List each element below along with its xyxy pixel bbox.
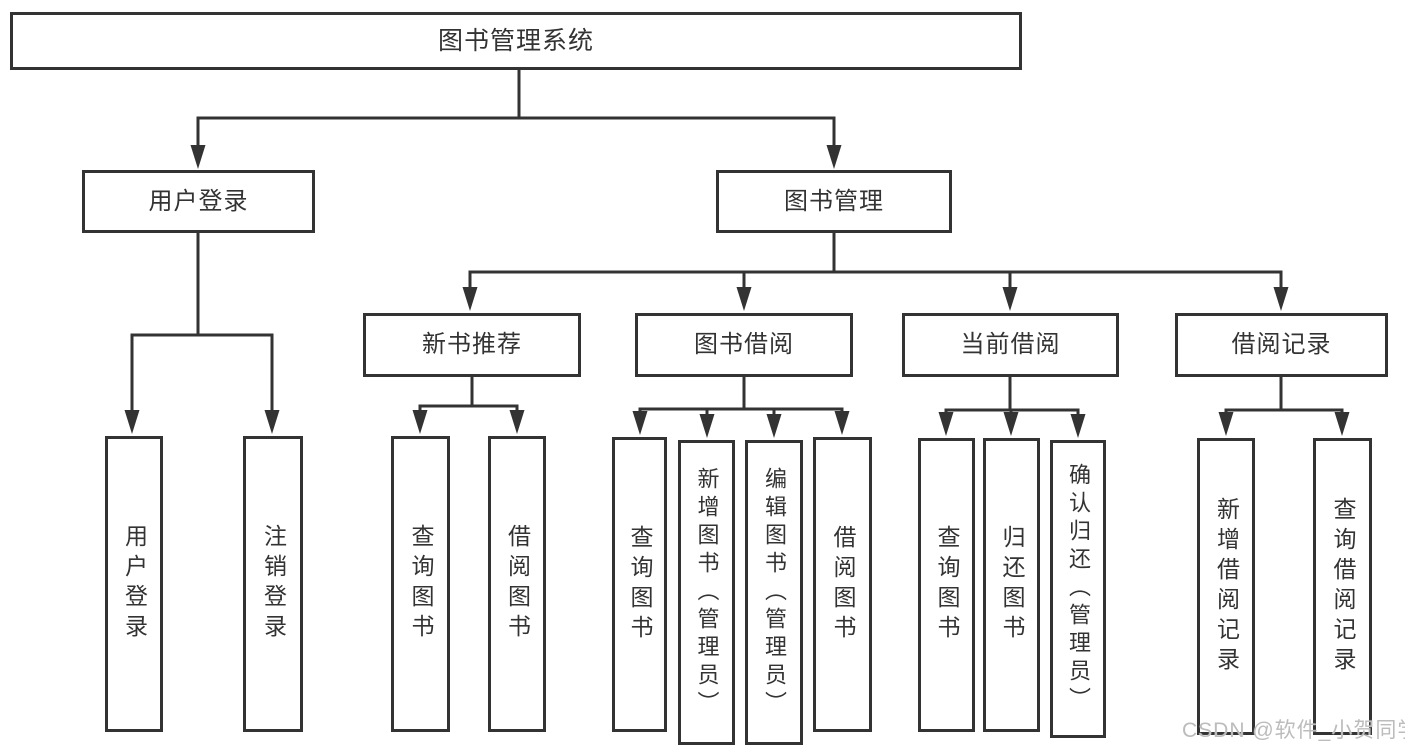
leaf-query-books-3: 查询图书 xyxy=(918,438,975,732)
leaf-add-books-admin: 新增图书（管理员） xyxy=(678,440,735,745)
leaf-query-books-2: 查询图书 xyxy=(612,437,667,732)
leaf-user-login: 用户登录 xyxy=(105,436,163,732)
leaf-return-books: 归还图书 xyxy=(983,438,1040,732)
arrowhead-icons xyxy=(124,145,1350,438)
node-user-login: 用户登录 xyxy=(82,170,315,233)
node-book-management: 图书管理 xyxy=(716,170,952,233)
leaf-query-borrow-record: 查询借阅记录 xyxy=(1313,438,1372,735)
node-borrowing-records: 借阅记录 xyxy=(1175,313,1388,377)
leaf-borrow-books-2: 借阅图书 xyxy=(813,437,872,732)
leaf-add-borrow-record: 新增借阅记录 xyxy=(1197,438,1255,735)
node-book-borrowing: 图书借阅 xyxy=(635,313,853,377)
csdn-watermark: CSDN @软件_小贺同学 xyxy=(1182,719,1405,742)
node-new-book-recommend: 新书推荐 xyxy=(363,313,581,377)
node-library-system: 图书管理系统 xyxy=(10,12,1022,70)
leaf-logout: 注销登录 xyxy=(243,436,303,732)
node-current-borrowing: 当前借阅 xyxy=(902,313,1119,377)
leaf-confirm-return-admin: 确认归还（管理员） xyxy=(1050,440,1106,738)
leaf-edit-books-admin: 编辑图书（管理员） xyxy=(745,440,803,745)
leaf-borrow-books-1: 借阅图书 xyxy=(488,436,546,732)
leaf-query-books-1: 查询图书 xyxy=(391,436,450,732)
